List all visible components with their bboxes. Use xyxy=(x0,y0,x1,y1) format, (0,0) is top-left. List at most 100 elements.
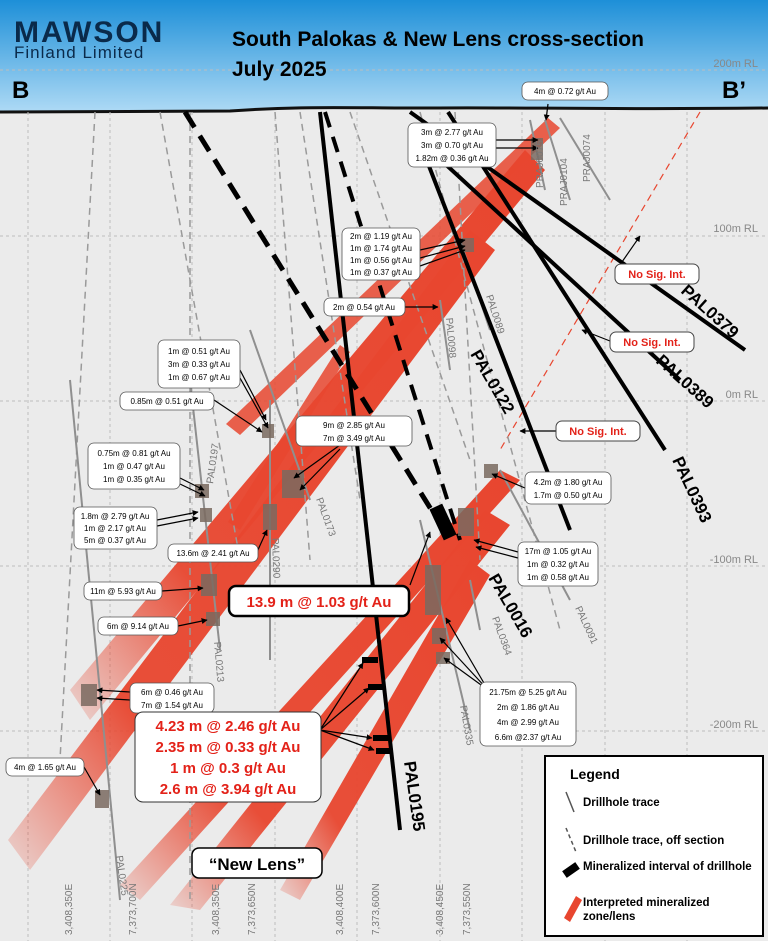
nsi-pal0393: No Sig. Int. xyxy=(569,426,626,438)
svg-text:4.2m @ 1.80 g/t Au: 4.2m @ 1.80 g/t Au xyxy=(534,478,603,487)
main-holes xyxy=(182,110,747,831)
svg-text:4.23 m @ 2.46 g/t Au: 4.23 m @ 2.46 g/t Au xyxy=(156,718,301,735)
label-praj0074: PRAJ0074 xyxy=(582,134,593,182)
rl-100: 100m RL xyxy=(713,223,758,235)
rl-minus-200: -200m RL xyxy=(710,719,758,731)
svg-text:2m @ 1.86 g/t Au: 2m @ 1.86 g/t Au xyxy=(497,703,559,712)
easting-labels: 3,408,350E 7,373,700N 3,408,350E 7,373,6… xyxy=(64,883,473,935)
legend-title: Legend xyxy=(570,766,620,782)
svg-text:5m @ 0.37 g/t Au: 5m @ 0.37 g/t Au xyxy=(84,536,146,545)
legend: Legend Drillhole trace Drillhole trace, … xyxy=(544,755,764,937)
easting-4: 3,408,450E xyxy=(435,884,446,935)
callout-c13: 6m @ 0.46 g/t Au 7m @ 1.54 g/t Au xyxy=(129,682,215,714)
svg-text:1m @ 0.35 g/t Au: 1m @ 0.35 g/t Au xyxy=(103,475,165,484)
callouts: 4m @ 0.72 g/t Au 3m @ 2.77 g/t Au 3m @ 0… xyxy=(5,81,612,777)
logo-name: MAWSON xyxy=(14,16,164,49)
callout-c8: 0.75m @ 0.81 g/t Au 1m @ 0.47 g/t Au 1m … xyxy=(87,442,181,490)
callout-c15: 4.2m @ 1.80 g/t Au 1.7m @ 0.50 g/t Au xyxy=(524,471,612,505)
svg-text:1m @ 0.32 g/t Au: 1m @ 0.32 g/t Au xyxy=(527,560,589,569)
legend-offsection-symbol xyxy=(565,827,577,853)
callout-c3: 2m @ 1.19 g/t Au 1m @ 1.74 g/t Au 1m @ 0… xyxy=(341,227,421,281)
svg-text:“New Lens”: “New Lens” xyxy=(209,855,305,874)
label-pal0213: PAL0213 xyxy=(211,641,226,683)
callout-c1: 4m @ 0.72 g/t Au xyxy=(521,81,609,101)
svg-text:1.7m @ 0.50 g/t Au: 1.7m @ 0.50 g/t Au xyxy=(534,491,603,500)
svg-text:4m @ 0.72 g/t Au: 4m @ 0.72 g/t Au xyxy=(534,87,596,96)
svg-text:4m @ 2.99 g/t Au: 4m @ 2.99 g/t Au xyxy=(497,718,559,727)
nsi-pal0389: No Sig. Int. xyxy=(623,337,680,349)
northing-1: 7,373,700N xyxy=(128,883,139,935)
svg-text:3m @ 2.77 g/t Au: 3m @ 2.77 g/t Au xyxy=(421,128,483,137)
svg-text:1m @ 0.47 g/t Au: 1m @ 0.47 g/t Au xyxy=(103,462,165,471)
lens-new-3 xyxy=(280,560,490,900)
callout-c16: 17m @ 1.05 g/t Au 1m @ 0.32 g/t Au 1m @ … xyxy=(517,541,599,587)
svg-text:1m @ 0.51 g/t Au: 1m @ 0.51 g/t Au xyxy=(168,347,230,356)
hole-pal0122b xyxy=(323,111,462,541)
logo-sub: Finland Limited xyxy=(14,43,144,62)
svg-text:1.8m @ 2.79 g/t Au: 1.8m @ 2.79 g/t Au xyxy=(81,512,150,521)
label-praj0075: PRAJ0075 xyxy=(535,140,546,188)
topography-line xyxy=(0,106,768,114)
title-line-1: South Palokas & New Lens cross-section xyxy=(232,28,644,51)
svg-text:2m @ 0.54 g/t Au: 2m @ 0.54 g/t Au xyxy=(333,303,395,312)
callout-c11: 11m @ 5.93 g/t Au xyxy=(83,581,163,601)
callout-c14: 4m @ 1.65 g/t Au xyxy=(5,757,85,777)
svg-text:2.35 m @ 0.33 g/t Au: 2.35 m @ 0.33 g/t Au xyxy=(156,739,301,756)
callout-c17: 21.75m @ 5.25 g/t Au 2m @ 1.86 g/t Au 4m… xyxy=(479,681,577,747)
svg-text:2.6 m @ 3.94 g/t Au: 2.6 m @ 3.94 g/t Au xyxy=(160,781,297,798)
svg-text:11m @ 5.93 g/t Au: 11m @ 5.93 g/t Au xyxy=(90,587,156,596)
new-lens-label: “New Lens” xyxy=(191,847,323,879)
label-pal0098: PAL0098 xyxy=(443,317,458,359)
nsi-callouts: No Sig. Int. No Sig. Int. No Sig. Int. xyxy=(555,263,700,442)
legend-lens-symbol xyxy=(564,896,582,922)
leader-arrows xyxy=(83,103,641,796)
highlight-pal0195: 4.23 m @ 2.46 g/t Au 2.35 m @ 0.33 g/t A… xyxy=(134,711,322,803)
svg-text:13.9 m @ 1.03 g/t Au: 13.9 m @ 1.03 g/t Au xyxy=(247,594,392,611)
section-start-label: B xyxy=(12,77,29,104)
callout-c9: 1.8m @ 2.79 g/t Au 1m @ 2.17 g/t Au 5m @… xyxy=(73,506,158,550)
highlight-pal0122: 13.9 m @ 1.03 g/t Au xyxy=(227,584,411,618)
callout-c4: 2m @ 0.54 g/t Au xyxy=(323,297,406,317)
svg-text:4m @ 1.65 g/t Au: 4m @ 1.65 g/t Au xyxy=(14,763,76,772)
svg-text:1m @ 0.56 g/t Au: 1m @ 0.56 g/t Au xyxy=(350,256,412,265)
svg-text:3m @ 0.33 g/t Au: 3m @ 0.33 g/t Au xyxy=(168,360,230,369)
svg-text:0.85m @ 0.51 g/t Au: 0.85m @ 0.51 g/t Au xyxy=(130,397,203,406)
legend-interval-label: Mineralized interval of drillhole xyxy=(583,861,752,873)
nsi-pal0379: No Sig. Int. xyxy=(628,269,685,281)
svg-text:1m @ 1.74 g/t Au: 1m @ 1.74 g/t Au xyxy=(350,244,412,253)
northing-3: 7,373,600N xyxy=(371,883,382,935)
section-end-label: B’ xyxy=(722,77,746,104)
easting-3: 3,408,400E xyxy=(335,884,346,935)
rl-0: 0m RL xyxy=(726,389,758,401)
hole-pal0195 xyxy=(318,111,402,831)
callout-c5: 1m @ 0.51 g/t Au 3m @ 0.33 g/t Au 1m @ 0… xyxy=(157,339,241,389)
callout-c12: 6m @ 9.14 g/t Au xyxy=(97,616,179,636)
label-pal0290: PAL0290 xyxy=(269,538,281,579)
northing-2: 7,373,650N xyxy=(247,883,258,935)
svg-text:7m @ 3.49 g/t Au: 7m @ 3.49 g/t Au xyxy=(323,434,385,443)
svg-text:6m @ 0.46 g/t Au: 6m @ 0.46 g/t Au xyxy=(141,688,203,697)
svg-text:9m @ 2.85 g/t Au: 9m @ 2.85 g/t Au xyxy=(323,421,385,430)
svg-text:1m @ 2.17 g/t Au: 1m @ 2.17 g/t Au xyxy=(84,524,146,533)
easting-1: 3,408,350E xyxy=(64,884,75,935)
callout-c7: 9m @ 2.85 g/t Au 7m @ 3.49 g/t Au xyxy=(295,415,413,447)
legend-interval-symbol xyxy=(562,862,580,878)
svg-text:1 m @ 0.3 g/t Au: 1 m @ 0.3 g/t Au xyxy=(170,760,286,777)
elevation-labels: 200m RL 100m RL 0m RL -100m RL -200m RL xyxy=(710,58,758,731)
svg-text:1m @ 0.37 g/t Au: 1m @ 0.37 g/t Au xyxy=(350,268,412,277)
title-line-2: July 2025 xyxy=(232,58,327,81)
rl-200: 200m RL xyxy=(713,58,758,70)
svg-text:0.75m @ 0.81 g/t Au: 0.75m @ 0.81 g/t Au xyxy=(97,449,170,458)
callout-c2: 3m @ 2.77 g/t Au 3m @ 0.70 g/t Au 1.82m … xyxy=(407,122,497,168)
svg-text:1m @ 0.67 g/t Au: 1m @ 0.67 g/t Au xyxy=(168,373,230,382)
legend-lens-label: Interpreted mineralized zone/lens xyxy=(583,897,710,923)
legend-drillhole-label: Drillhole trace xyxy=(583,797,660,809)
intercepts-main xyxy=(362,503,457,754)
callout-c6: 0.85m @ 0.51 g/t Au xyxy=(119,391,215,411)
svg-text:1m @ 0.58 g/t Au: 1m @ 0.58 g/t Au xyxy=(527,573,589,582)
label-praj0104: PRAJ0104 xyxy=(559,158,570,206)
northing-4: 7,373,550N xyxy=(462,883,473,935)
svg-text:6m @ 9.14 g/t Au: 6m @ 9.14 g/t Au xyxy=(107,622,169,631)
svg-text:1.82m @ 0.36 g/t Au: 1.82m @ 0.36 g/t Au xyxy=(415,154,488,163)
